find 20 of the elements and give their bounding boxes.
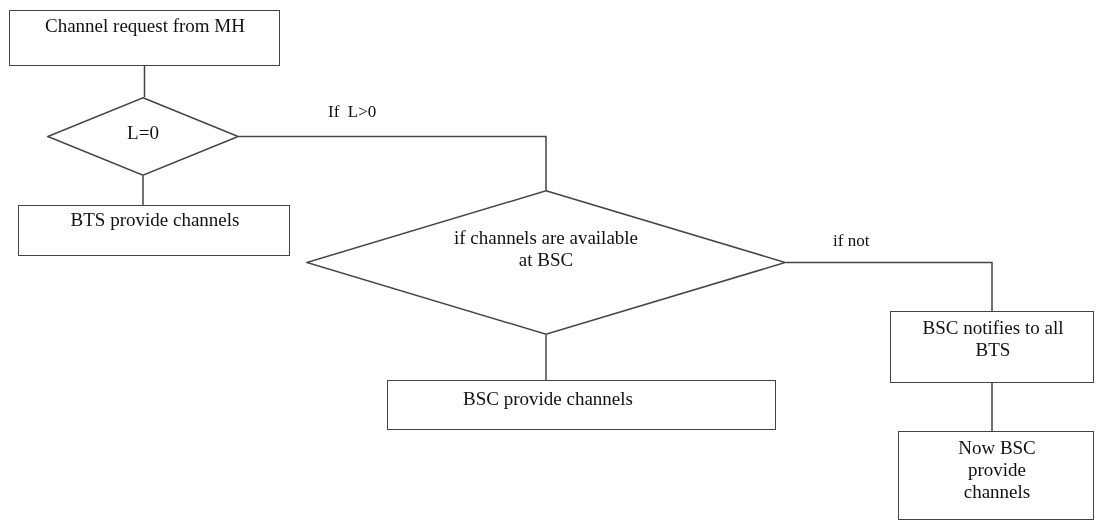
node-text: Channel request from MH — [44, 15, 246, 37]
node-text: Now BSC provide channels — [957, 437, 1037, 503]
process-box — [890, 311, 1094, 383]
decision-diamond — [47, 97, 239, 176]
node-text: BTS provide channels — [69, 209, 241, 231]
process-box — [898, 431, 1094, 520]
decision-diamond — [306, 190, 786, 335]
connector-line — [785, 261, 993, 312]
connector-line — [142, 175, 144, 206]
node-text: BSC provide channels — [462, 388, 634, 410]
connector-line — [143, 65, 146, 98]
node-text: BSC notifies to all BTS — [921, 317, 1065, 361]
process-box — [387, 380, 776, 430]
connector-line — [991, 382, 993, 432]
node-text: L=0 — [126, 122, 160, 144]
node-text: if channels are available at BSC — [452, 227, 640, 271]
process-box — [18, 205, 290, 256]
process-box — [9, 10, 280, 66]
connector-line — [238, 135, 547, 191]
connector-line — [545, 334, 547, 381]
